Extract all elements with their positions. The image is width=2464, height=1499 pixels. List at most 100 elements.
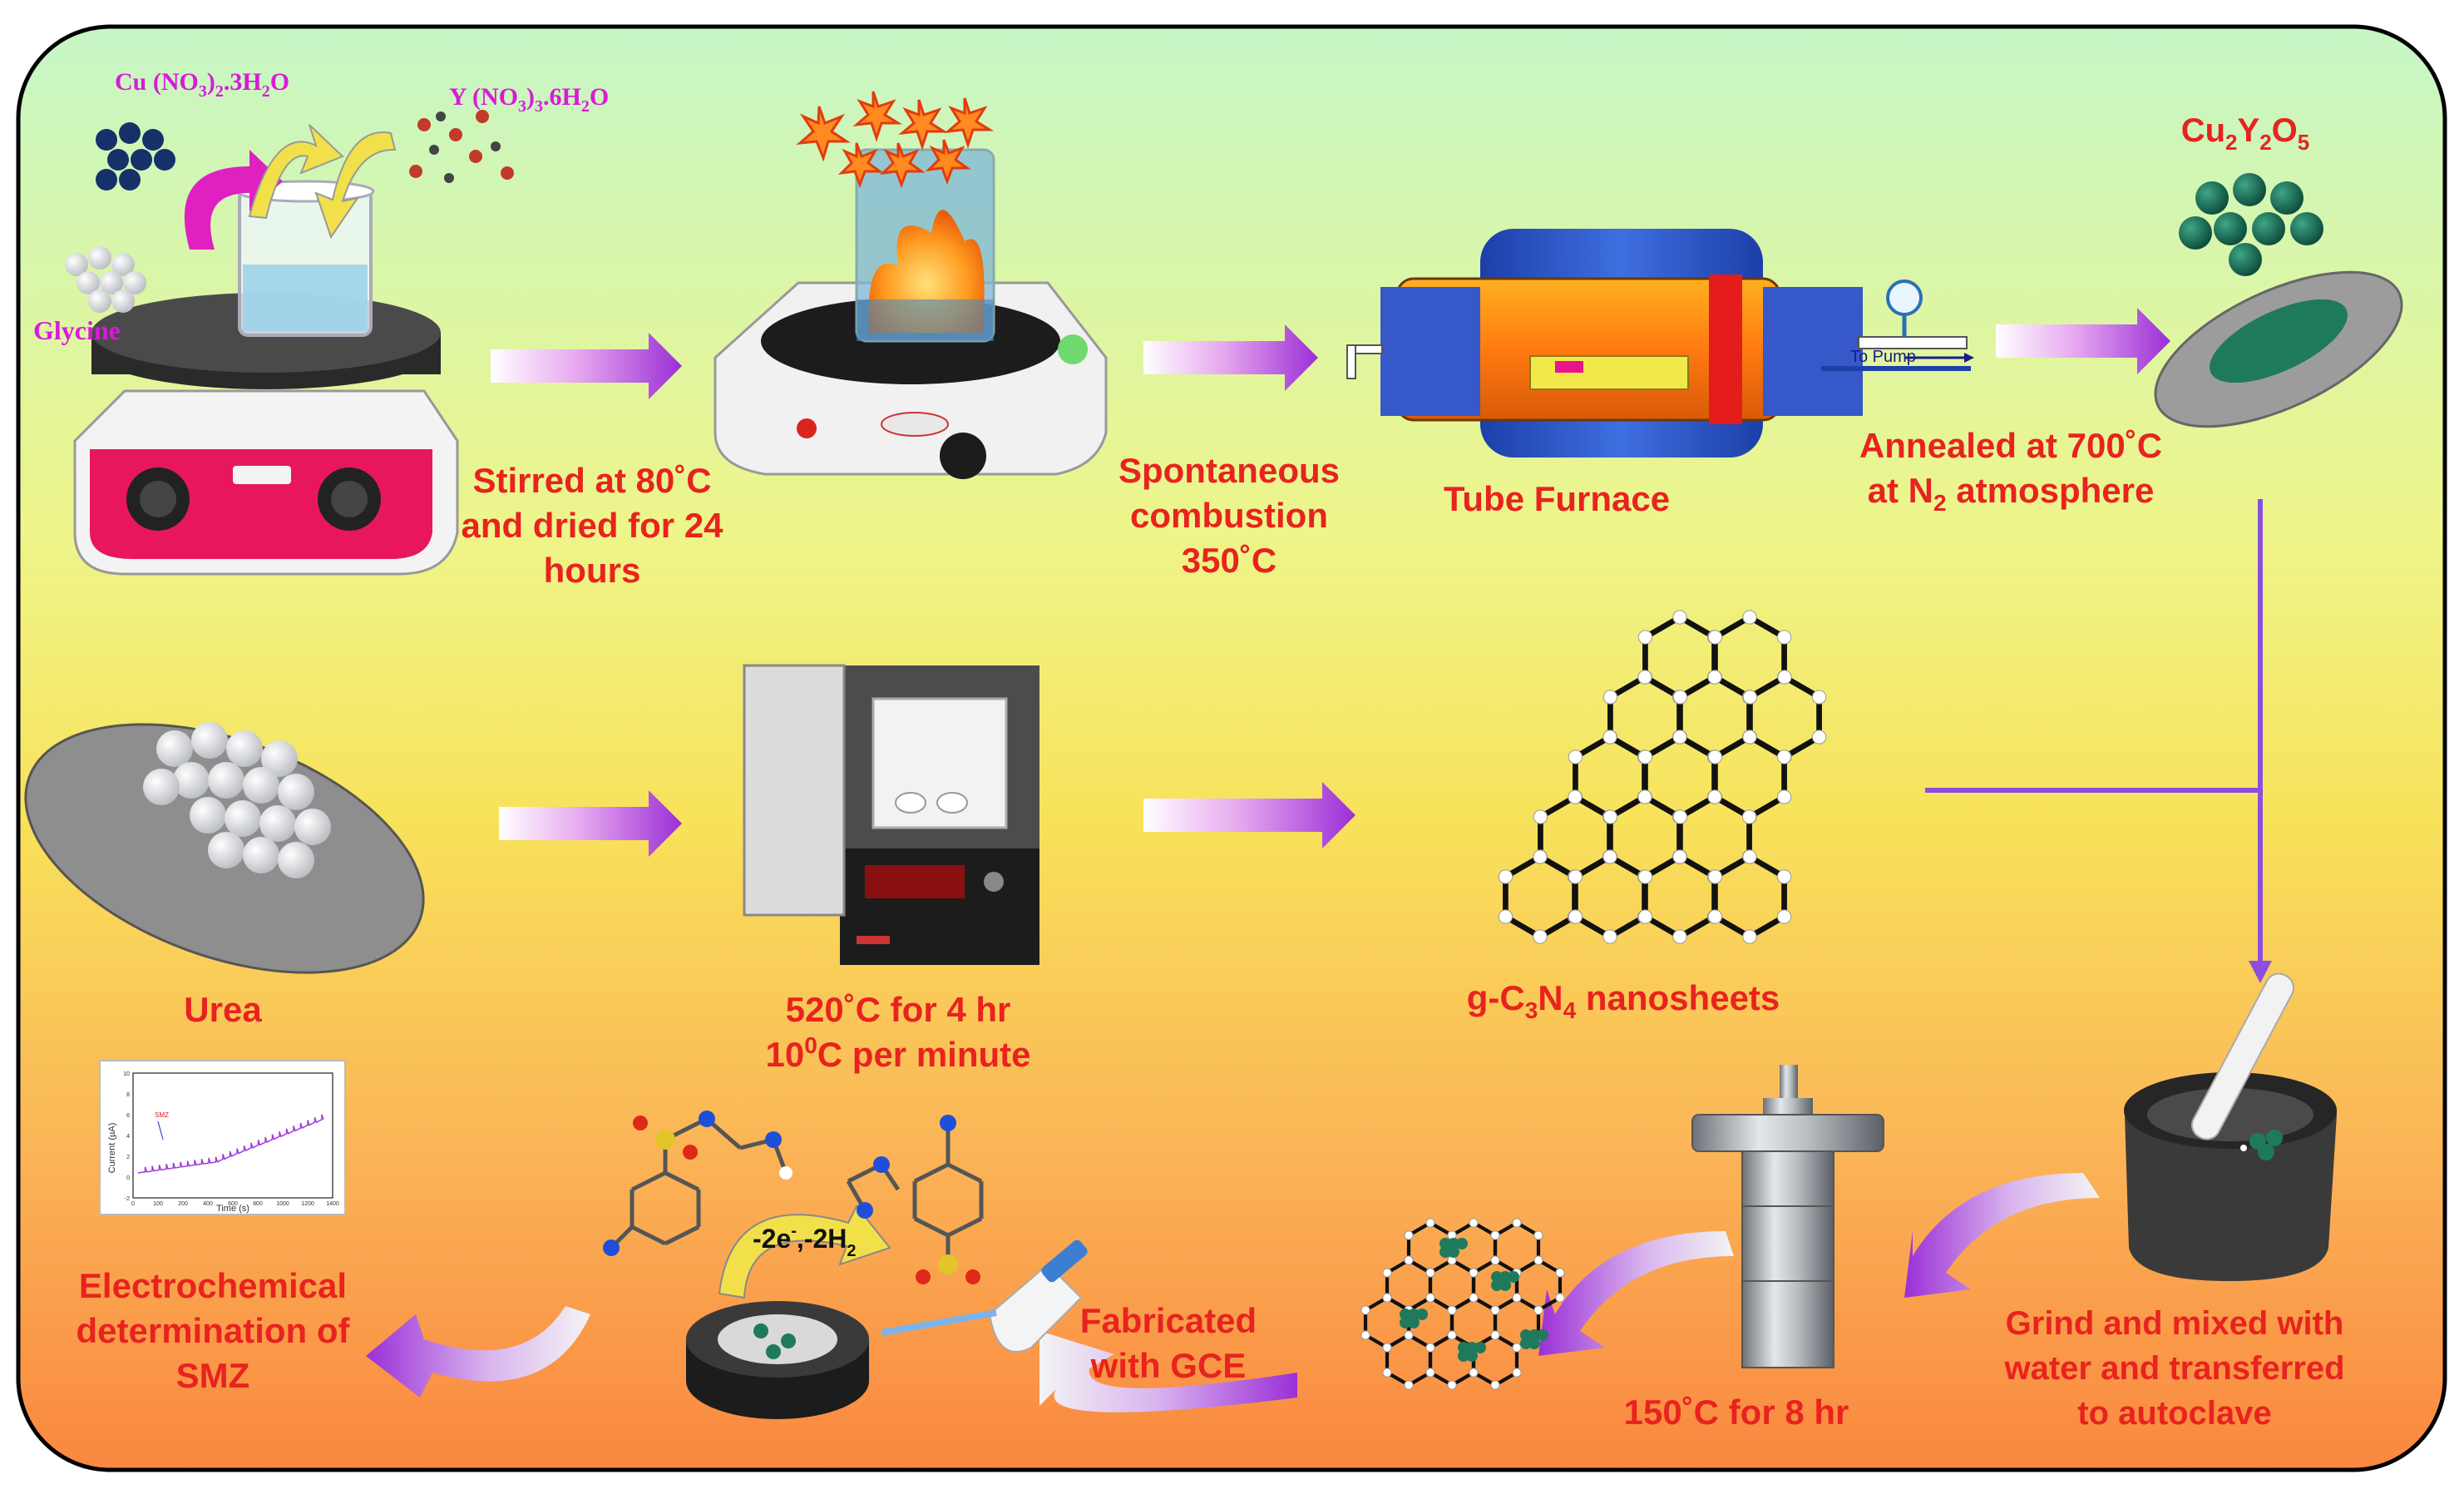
hex-node	[1776, 909, 1792, 924]
inset-ytick: 6	[126, 1113, 130, 1119]
inset-xtick: 1400	[326, 1201, 339, 1207]
hex-node	[1637, 909, 1653, 924]
hex-node	[1533, 1255, 1543, 1265]
hex-node	[1469, 1293, 1479, 1303]
hex-node	[1498, 869, 1513, 884]
curved-arrow-electro	[366, 1306, 590, 1398]
label-stir-1: Stirred at 80˚C	[472, 461, 711, 500]
inset-marker-arrow	[157, 1121, 164, 1140]
inset-ylabel: Current (µA)	[107, 1123, 117, 1174]
hex-node	[1741, 809, 1757, 824]
hex-node	[1404, 1230, 1414, 1240]
hex-node	[1776, 869, 1792, 884]
composite-particle	[1508, 1271, 1519, 1283]
hex-node	[1672, 849, 1687, 864]
label-grind-3: to autoclave	[2077, 1395, 2271, 1432]
inset-ytick: 4	[126, 1134, 130, 1140]
hex-node	[1602, 929, 1617, 944]
hex-node	[1425, 1268, 1435, 1278]
composite-particle	[1400, 1317, 1411, 1328]
hex-node	[1533, 929, 1548, 944]
hex-node	[1447, 1380, 1457, 1390]
hex-node	[1555, 1268, 1565, 1278]
pour-arrow-left	[184, 150, 283, 250]
autoclave	[1691, 1065, 1884, 1368]
hex-node	[1776, 630, 1792, 645]
composite-honeycomb	[1360, 1218, 1565, 1390]
pour-arrow-right	[314, 131, 397, 240]
product-dish	[2154, 270, 2403, 428]
composite-particle	[1528, 1338, 1540, 1349]
composite-particle	[1448, 1238, 1459, 1249]
hex-node	[1602, 849, 1617, 864]
hex-node	[1469, 1368, 1479, 1378]
hex-node	[1568, 909, 1583, 924]
inset-xtick: 0	[131, 1201, 135, 1207]
process-arrow-3	[1996, 308, 2170, 374]
hex-node	[1533, 1305, 1543, 1315]
hex-node	[1707, 670, 1722, 685]
hex-node	[1555, 1293, 1565, 1303]
hex-node	[1404, 1255, 1414, 1265]
composite-particle	[1520, 1329, 1532, 1341]
label-gcn: g-C3N4 nanosheets	[1467, 978, 1780, 1023]
inset-xtick: 1000	[276, 1201, 289, 1207]
label-fab-2: with GCE	[1090, 1346, 1247, 1385]
label-anneal-2: at N2 atmosphere	[1868, 471, 2155, 516]
label-calc-2: 100C per minute	[766, 1032, 1031, 1074]
inset-frame	[132, 1072, 333, 1199]
label-electro-1: Electrochemical	[79, 1266, 347, 1305]
label-grind-1: Grind and mixed with	[2006, 1305, 2344, 1342]
hex-node	[1672, 929, 1687, 944]
hex-node	[1672, 690, 1688, 705]
process-arrow-5	[1143, 782, 1355, 848]
label-urea: Urea	[184, 990, 262, 1029]
inset-ytick: 0	[126, 1175, 130, 1181]
hex-node	[1490, 1305, 1500, 1315]
hex-node	[1637, 789, 1652, 804]
glycine-pellets	[65, 246, 146, 313]
hex-node	[1425, 1368, 1435, 1378]
process-arrow-4	[499, 790, 682, 857]
hex-node	[1490, 1330, 1500, 1340]
inset-xtick: 200	[178, 1201, 188, 1207]
hex-node	[1637, 750, 1653, 764]
hex-node	[1404, 1380, 1414, 1390]
hex-node	[1382, 1268, 1392, 1278]
hex-node	[1637, 670, 1652, 685]
smz-molecule-right	[846, 1115, 984, 1284]
label-grind-2: water and transferred	[2003, 1350, 2344, 1387]
hex-node	[1447, 1330, 1457, 1340]
hex-node	[1672, 730, 1687, 745]
label-stir-2: and dried for 24	[461, 506, 723, 545]
hex-node	[1777, 670, 1792, 685]
hex-node	[1707, 869, 1723, 884]
composite-particle	[1448, 1246, 1459, 1258]
mortar-pestle	[2124, 972, 2337, 1281]
label-stir-3: hours	[544, 551, 641, 590]
urea-dish	[24, 722, 425, 974]
gcn-honeycomb	[1498, 610, 1827, 944]
reagent-glycine: Glycine	[33, 315, 121, 345]
hex-node	[1533, 1230, 1543, 1240]
composite-particle	[1474, 1342, 1486, 1353]
label-comb-3: 350˚C	[1182, 541, 1276, 580]
hex-node	[1469, 1218, 1479, 1228]
hex-node	[1360, 1330, 1370, 1340]
pipette	[881, 1239, 1088, 1353]
hex-node	[1425, 1218, 1435, 1228]
composite-particle	[1408, 1309, 1420, 1320]
inset-xtick: 100	[153, 1201, 163, 1207]
process-arrow-2	[1143, 324, 1318, 391]
inset-ytick: 2	[126, 1155, 130, 1160]
reagent-cu: Cu (NO3)2.3H2O	[115, 68, 289, 101]
hex-node	[1742, 849, 1757, 864]
hex-node	[1568, 789, 1583, 804]
composite-particle	[1499, 1279, 1511, 1291]
composite-particle	[1416, 1309, 1428, 1320]
composite-particle	[1458, 1342, 1469, 1353]
hex-node	[1742, 690, 1758, 705]
hex-node	[1512, 1343, 1522, 1353]
composite-particle	[1458, 1350, 1469, 1362]
curved-arrow-grind	[1904, 1173, 2100, 1298]
